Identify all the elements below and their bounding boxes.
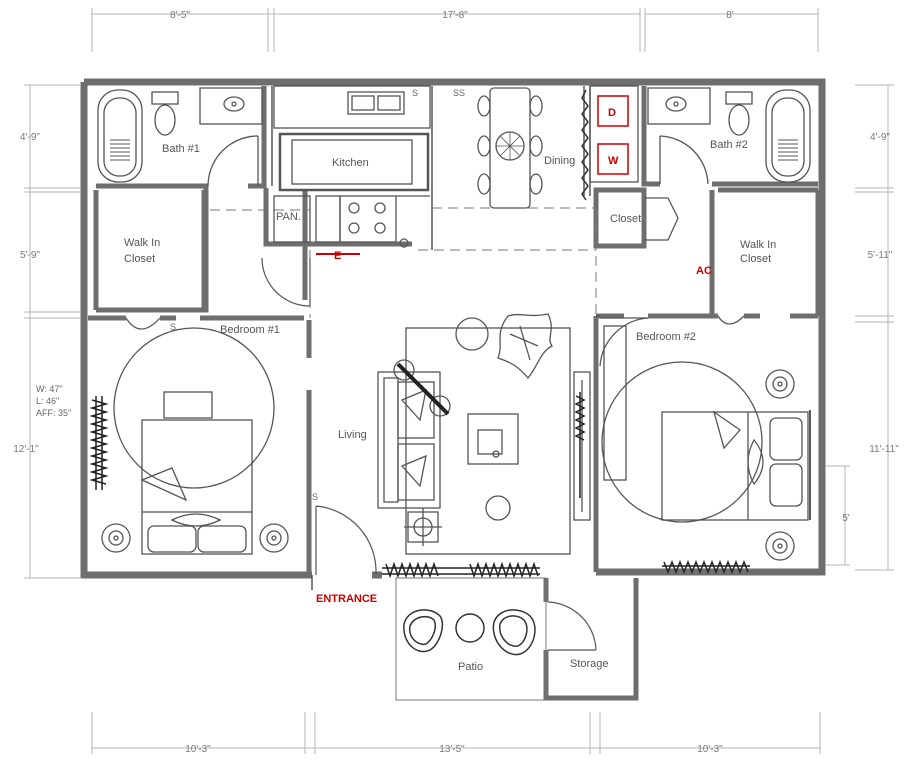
interior-walls (88, 86, 821, 701)
bath2-label: Bath #2 (710, 139, 748, 151)
dim-left-2: 5'-9" (20, 250, 40, 261)
storage-label: Storage (570, 658, 609, 670)
living-rug (405, 327, 571, 555)
entrance-door (315, 505, 377, 575)
window-note-aff: AFF: 35" (36, 408, 71, 418)
living-window (382, 561, 540, 579)
side-table (455, 317, 489, 351)
stove (339, 195, 397, 243)
living (377, 313, 571, 555)
coffee-table (467, 413, 519, 465)
pantry-label: PAN. (276, 211, 301, 223)
dim-bottom-2: 13'-5" (439, 744, 465, 755)
living-shelf (573, 371, 591, 521)
patio (395, 577, 547, 701)
dim-bed2-height: 5' (842, 513, 850, 524)
bath1-label: Bath #1 (162, 143, 200, 155)
entrance-label: ENTRANCE (316, 593, 377, 605)
dresser-1 (163, 391, 213, 419)
lamp-icon (765, 531, 795, 561)
dim-top-2: 17'-8" (442, 10, 468, 21)
dim-right-3: 11'-11" (869, 444, 899, 455)
bedroom2-side-window (574, 392, 586, 498)
patio-table (455, 613, 485, 643)
bed-1 (141, 419, 253, 555)
walkin2-label-line1: Walk In (740, 239, 776, 251)
switch-kitchen: S (412, 88, 418, 98)
dimension-lines (24, 8, 894, 754)
kitchen-label: Kitchen (332, 157, 369, 169)
laundry (581, 85, 639, 201)
patio-chair (492, 609, 536, 656)
patio-label: Patio (458, 661, 483, 673)
walkin1-label-line1: Walk In (124, 237, 160, 249)
window-note-length: L: 46" (36, 396, 59, 406)
dim-top-3: 8' (726, 10, 734, 21)
dryer-label: D (608, 107, 616, 119)
hall-closet (644, 197, 679, 241)
storage-door (547, 601, 597, 651)
electric-panel-label: E (334, 250, 341, 262)
walkin2-label-line2: Closet (740, 253, 771, 265)
kitchen-sink (347, 91, 405, 115)
dining (477, 87, 543, 209)
bedroom2 (599, 315, 809, 561)
dimension-labels: 8'-5" 17'-8" 8' 10'-3" 13'-5" 10'-3" 4'-… (13, 10, 899, 755)
bathtub-2 (765, 89, 811, 183)
bedroom2-label: Bedroom #2 (636, 331, 696, 343)
switch-bed1: S (170, 322, 176, 332)
turning-circle-2 (601, 361, 763, 523)
bedroom1-window (89, 396, 109, 490)
walkin1-label-line2: Closet (124, 253, 155, 265)
dim-bottom-3: 10'-3" (697, 744, 723, 755)
toilet-1 (151, 91, 179, 105)
bath2 (647, 87, 811, 185)
dim-bottom-1: 10'-3" (185, 744, 211, 755)
dim-left-1: 4'-9" (20, 132, 40, 143)
dim-left-3: 12'-1" (13, 444, 39, 455)
washer-label: W (608, 155, 619, 167)
lamp-icon (259, 523, 289, 553)
sink-2 (665, 96, 687, 112)
switch-living: S (312, 492, 318, 502)
accent-chair (497, 313, 553, 380)
closet-label: Closet (610, 213, 641, 225)
walls (80, 78, 826, 579)
toilet-2 (725, 91, 753, 105)
window-note-width: W: 47" (36, 384, 63, 394)
bathtub-1 (97, 89, 143, 183)
patio-furniture (403, 609, 536, 656)
bedroom1-door (261, 257, 311, 307)
kitchen (273, 85, 431, 248)
dryer-icon (597, 95, 629, 127)
living-label: Living (338, 429, 367, 441)
bedroom1-label: Bedroom #1 (220, 324, 280, 336)
lamp-icon (765, 369, 795, 399)
washer-icon (597, 143, 629, 175)
sofa (377, 371, 441, 509)
bed-2 (661, 411, 809, 521)
dim-right-2: 5'-11" (868, 250, 893, 261)
ac-label: AC (696, 265, 712, 277)
bath1 (97, 87, 263, 187)
kitchen-island (278, 132, 430, 192)
patio-chair (403, 609, 444, 653)
dim-right-1: 4'-9" (870, 132, 890, 143)
dining-label: Dining (544, 155, 575, 167)
sink-1 (223, 96, 245, 112)
bedroom1 (101, 317, 289, 555)
lamp-icon (101, 523, 131, 553)
turning-circle-1 (113, 327, 275, 489)
dim-top-1: 8'-5" (170, 10, 190, 21)
bedroom2-window (662, 410, 811, 575)
ss-label: SS (453, 88, 465, 98)
